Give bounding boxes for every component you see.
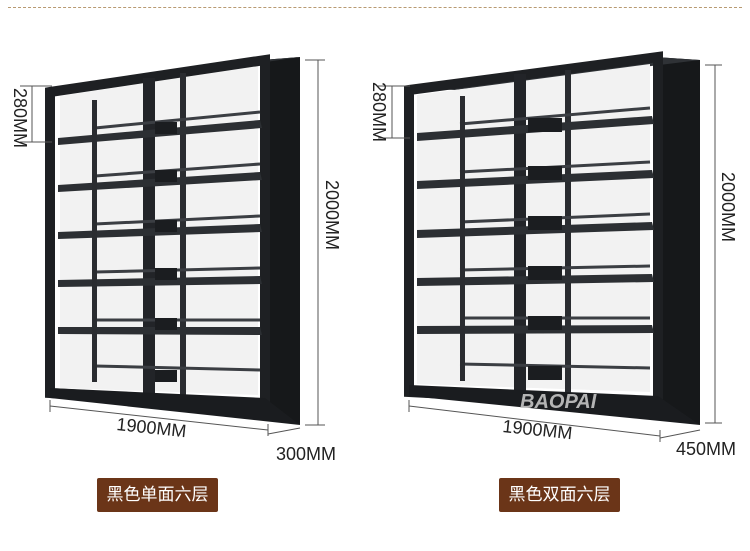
bookshelf-single-sided	[45, 54, 300, 425]
caption-single-sided: 黑色单面六层	[97, 478, 218, 512]
bookshelf-double-sided: BAOPAI	[404, 51, 700, 425]
right-depth-label: 450MM	[676, 439, 736, 459]
top-divider	[8, 7, 742, 8]
right-total-height-label: 2000MM	[718, 172, 738, 242]
caption-double-sided: 黑色双面六层	[499, 478, 620, 512]
brand-watermark: BAOPAI	[520, 391, 597, 413]
left-total-height-label: 2000MM	[322, 180, 342, 250]
right-width-label: 1900MM	[502, 416, 574, 443]
left-shelf-spacing-label: 280MM	[10, 88, 30, 148]
right-dimension-lines	[378, 64, 722, 442]
left-dimension-lines	[20, 59, 325, 436]
left-width-label: 1900MM	[116, 414, 188, 441]
right-shelf-spacing-label: 280MM	[369, 82, 389, 142]
left-depth-label: 300MM	[276, 444, 336, 464]
